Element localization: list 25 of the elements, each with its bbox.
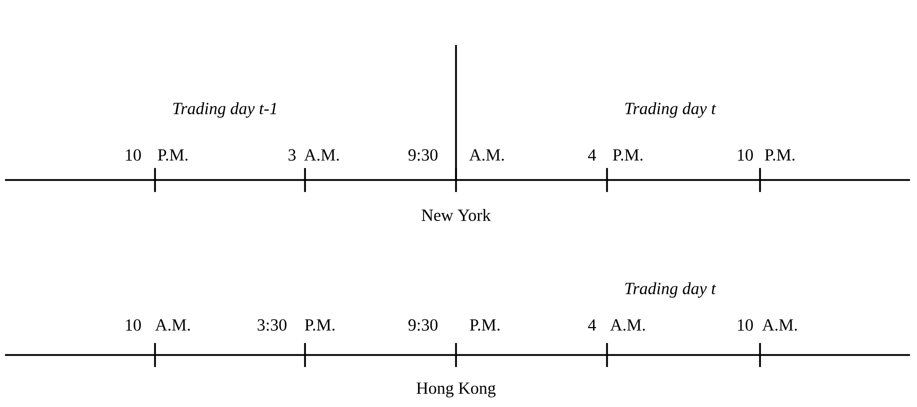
time-label: 9:30 (408, 319, 438, 331)
time-label: P.M. (470, 319, 500, 331)
time-label: P.M. (764, 149, 794, 161)
time-label: A.M. (155, 319, 190, 331)
time-label: 3:30 (258, 319, 286, 331)
timeline-label: New York (422, 209, 491, 221)
time-label: 10 (738, 149, 753, 161)
time-label: 3 (288, 149, 296, 161)
time-label: 4 (588, 319, 596, 331)
time-label: 9:30 (408, 149, 438, 161)
time-label: P.M. (158, 149, 188, 161)
time-label: P.M. (304, 319, 334, 331)
timeline-label: Hong Kong (416, 382, 496, 398)
period-label: Trading day t (625, 102, 716, 118)
time-label: 4 (588, 149, 596, 161)
time-label: A.M. (762, 319, 797, 331)
time-label: A.M. (610, 319, 645, 331)
time-label: A.M. (304, 149, 339, 161)
time-label: A.M. (469, 149, 504, 161)
time-label: 10 (738, 319, 753, 331)
time-label: 10 (126, 319, 141, 331)
time-label: 10 (126, 149, 141, 161)
period-label: Trading day t (625, 282, 716, 298)
period-label: Trading day t-1 (173, 102, 276, 118)
time-label: P.M. (612, 149, 642, 161)
